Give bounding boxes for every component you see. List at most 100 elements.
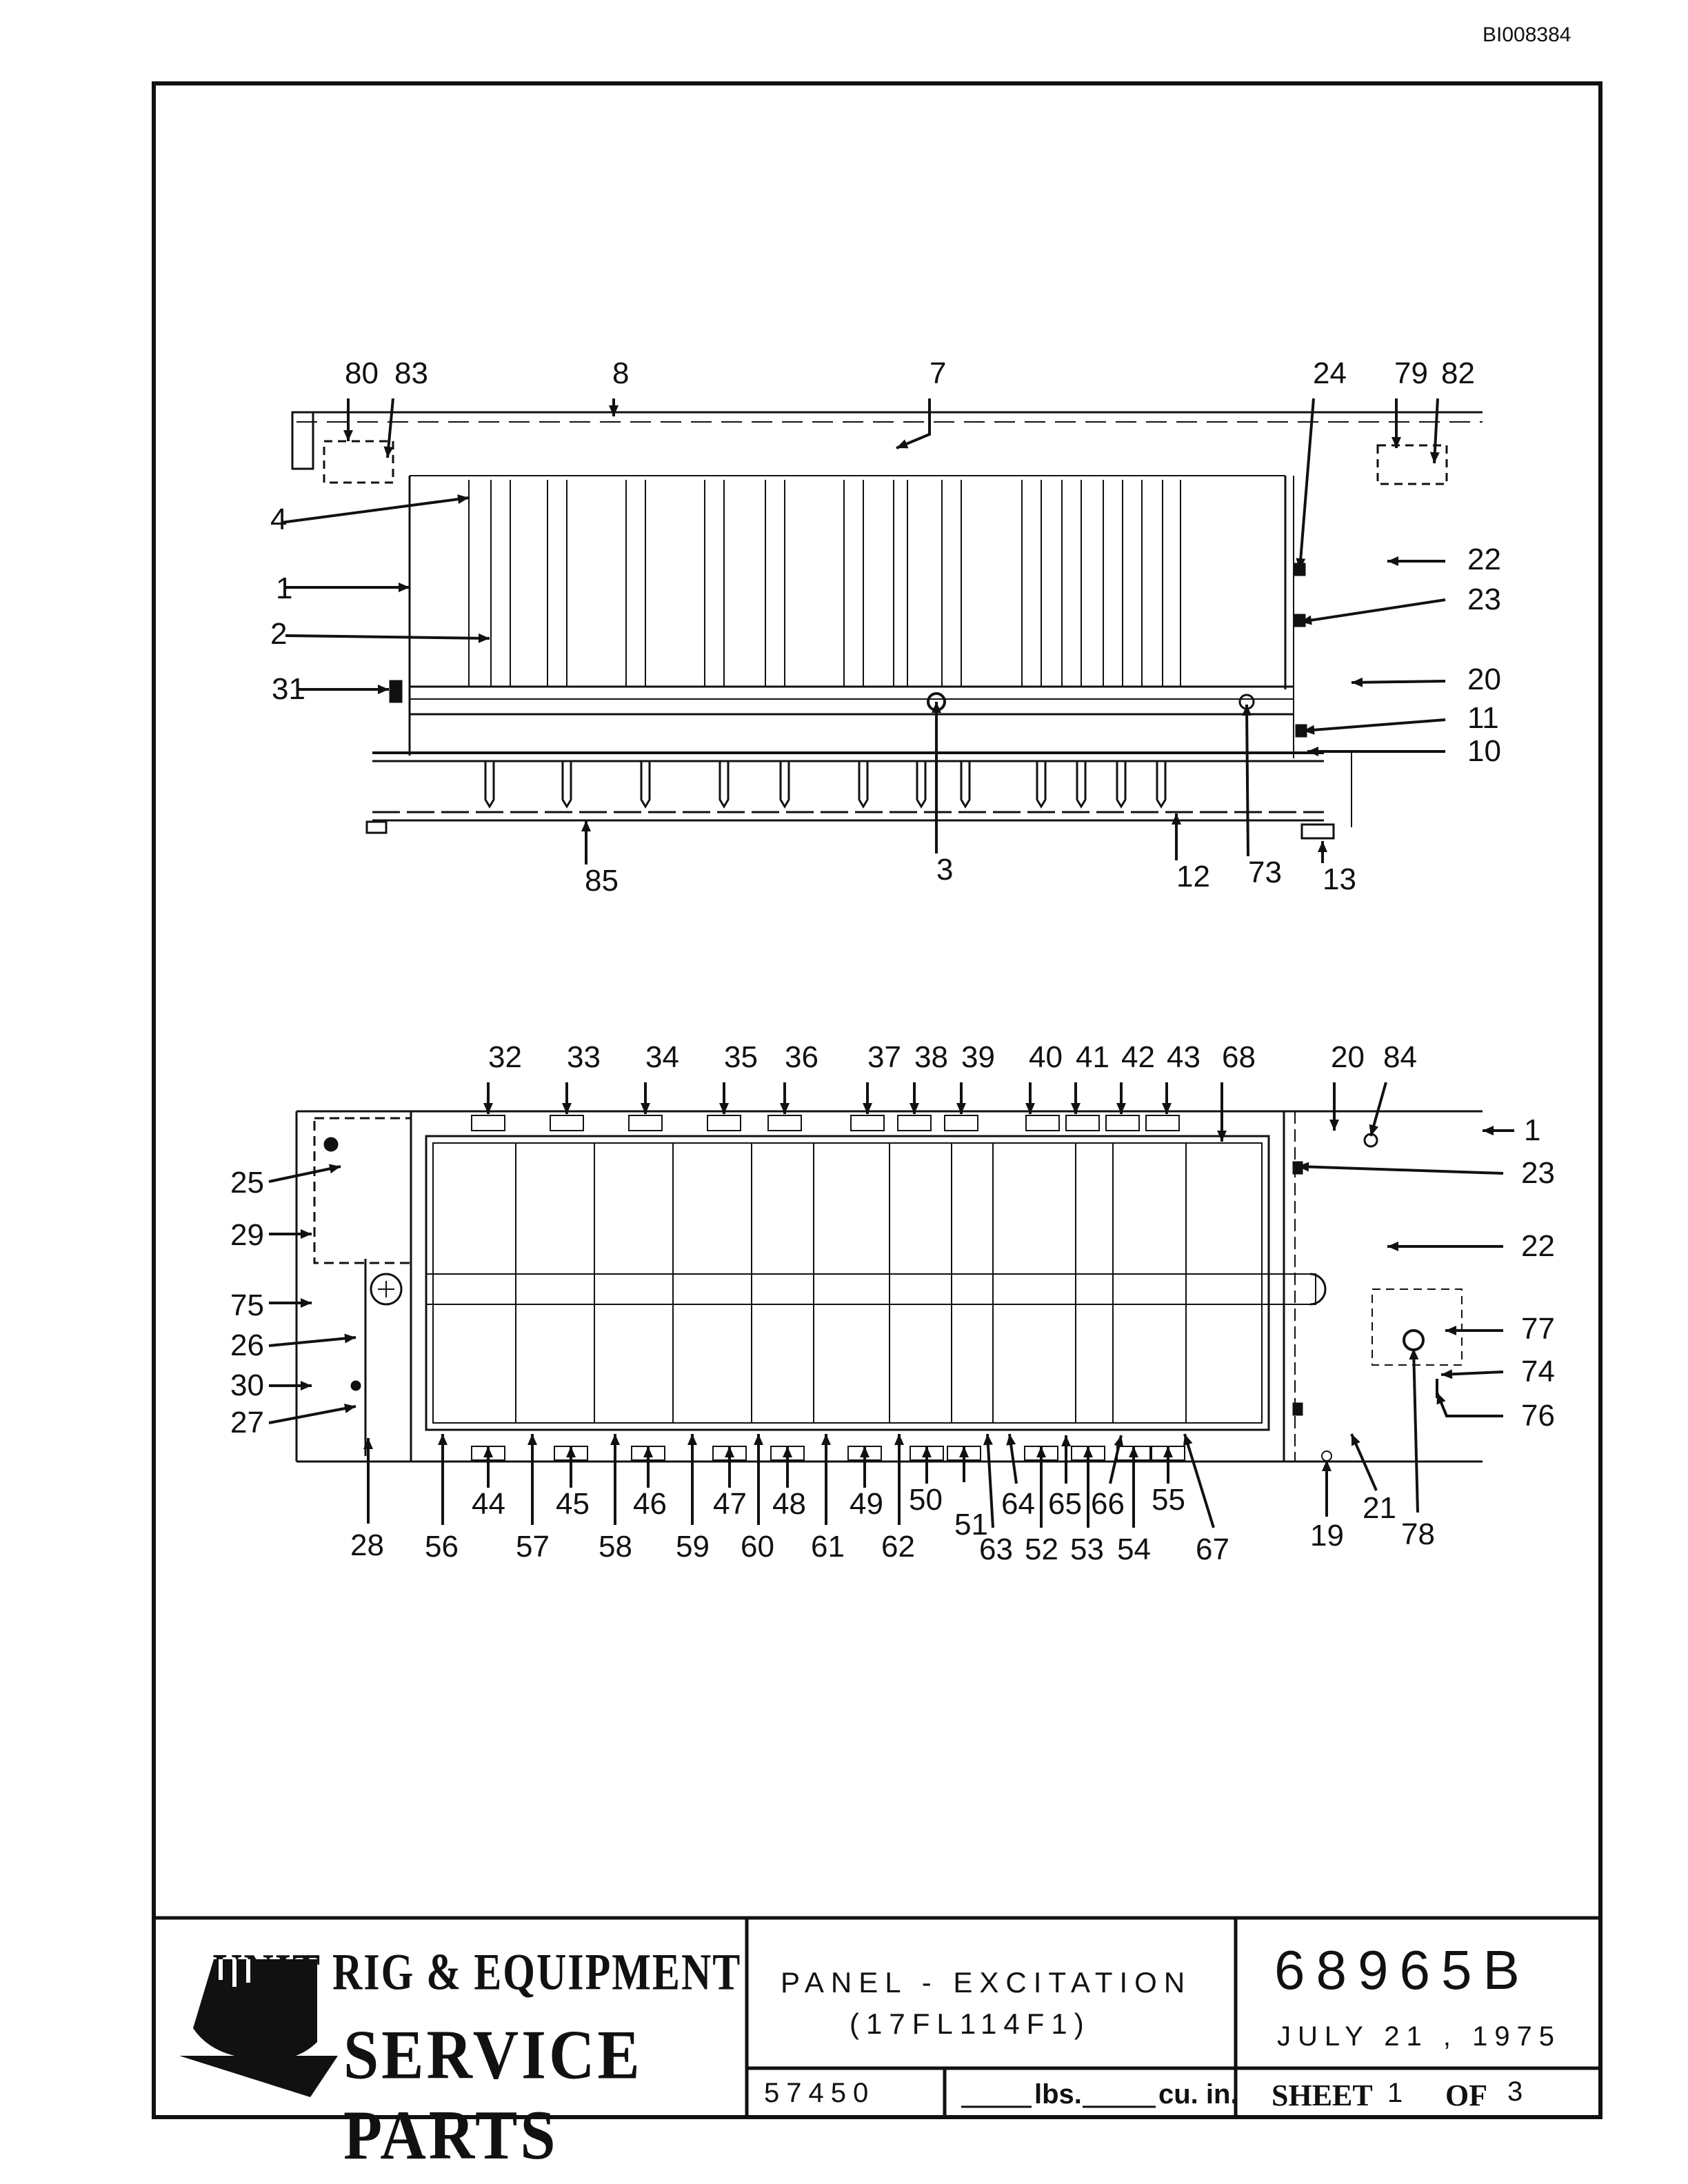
arrowhead-67 [1183, 1434, 1193, 1446]
arrowhead-22 [1387, 556, 1398, 566]
company-logo-icon [179, 1959, 338, 2097]
sheet-total: 3 [1507, 2076, 1523, 2107]
of-label: OF [1445, 2079, 1488, 2112]
callout-label-49: 49 [850, 1487, 883, 1521]
callout-label-74: 74 [1521, 1355, 1555, 1388]
arrowhead-80 [343, 430, 353, 441]
arrowhead-63 [983, 1434, 993, 1446]
arrowhead-58 [610, 1434, 620, 1445]
weight-value: 57450 [764, 2078, 876, 2108]
callout-label-64: 64 [1001, 1487, 1035, 1521]
leader-line-67 [1183, 1433, 1215, 1528]
callout-label-53: 53 [1070, 1533, 1104, 1566]
arrowhead-38 [910, 1103, 919, 1114]
title-block-company: UNIT RIG & EQUIPMENT CO. SERVICE PARTS [152, 1918, 747, 2174]
arrowhead-73 [1242, 705, 1252, 716]
callout-label-84: 84 [1383, 1040, 1417, 1074]
callout-label-2: 2 [270, 617, 287, 651]
callout-label-39: 39 [961, 1040, 995, 1074]
arrowhead-84 [1369, 1124, 1379, 1136]
callout-label-59: 59 [676, 1530, 710, 1564]
callout-label-12: 12 [1176, 860, 1210, 893]
callout-label-85: 85 [585, 864, 619, 898]
arrowhead-75 [301, 1298, 312, 1308]
callout-label-1: 1 [1524, 1113, 1540, 1147]
callout-label-13: 13 [1323, 862, 1356, 896]
arrowhead-10 [1307, 747, 1318, 756]
callout-label-78: 78 [1401, 1517, 1435, 1551]
callout-label-60: 60 [741, 1530, 774, 1564]
arrowhead-82 [1429, 452, 1440, 463]
arrowhead-65 [1061, 1435, 1071, 1446]
arrowhead-78 [1409, 1348, 1419, 1360]
arrowhead-41 [1071, 1103, 1081, 1114]
callout-label-7: 7 [930, 356, 946, 390]
leader-line-24 [1298, 398, 1315, 570]
arrowhead-43 [1162, 1103, 1172, 1114]
service-parts-label: SERVICE PARTS [343, 2016, 643, 2174]
callout-label-44: 44 [472, 1487, 505, 1521]
leader-line-27 [268, 1405, 356, 1424]
callout-label-51: 51 [954, 1508, 988, 1541]
arrowhead-53 [1083, 1446, 1093, 1457]
callout-label-36: 36 [785, 1040, 818, 1074]
arrowhead-33 [562, 1103, 572, 1114]
arrowhead-44 [483, 1446, 493, 1457]
arrowhead-31 [378, 685, 389, 694]
leader-line-11 [1303, 718, 1446, 732]
arrowhead-49 [860, 1446, 870, 1457]
leader-line-4 [281, 496, 470, 524]
callout-label-54: 54 [1117, 1533, 1151, 1566]
arrowhead-1 [399, 583, 410, 592]
arrowhead-1 [1483, 1126, 1494, 1135]
callout-label-45: 45 [556, 1487, 590, 1521]
callout-label-42: 42 [1121, 1040, 1155, 1074]
arrowhead-2 [478, 633, 490, 643]
arrowhead-26 [344, 1333, 356, 1344]
callout-label-26: 26 [230, 1328, 264, 1362]
leader-line-23 [1300, 598, 1446, 623]
callout-label-31: 31 [272, 672, 305, 706]
arrowhead-28 [363, 1438, 373, 1449]
callout-label-57: 57 [516, 1530, 550, 1564]
callout-label-22: 22 [1521, 1229, 1555, 1263]
arrowhead-35 [719, 1103, 729, 1114]
arrowhead-52 [1036, 1446, 1046, 1457]
callout-label-56: 56 [425, 1530, 459, 1564]
leader-line-7 [896, 398, 931, 449]
callout-label-37: 37 [867, 1040, 901, 1074]
arrowhead-20 [1352, 677, 1363, 687]
arrowhead-24 [1296, 558, 1306, 569]
callout-label-35: 35 [724, 1040, 758, 1074]
arrowhead-57 [528, 1434, 537, 1445]
callout-label-32: 32 [488, 1040, 522, 1074]
arrowhead-7 [896, 439, 909, 449]
arrowhead-13 [1318, 841, 1327, 852]
arrowhead-25 [328, 1164, 341, 1174]
arrowhead-19 [1322, 1460, 1332, 1471]
arrowhead-42 [1116, 1103, 1126, 1114]
lbs-label: lbs. [1034, 2079, 1082, 2110]
arrowhead-27 [343, 1404, 356, 1413]
part-title: PANEL - EXCITATION [781, 1966, 1192, 1999]
callout-label-79: 79 [1394, 356, 1428, 390]
arrowhead-39 [956, 1103, 966, 1114]
callout-label-10: 10 [1467, 734, 1501, 768]
callout-label-65: 65 [1048, 1487, 1082, 1521]
callout-label-23: 23 [1467, 583, 1501, 616]
arrowhead-76 [1436, 1393, 1446, 1405]
callout-label-22: 22 [1467, 543, 1501, 576]
arrowhead-23 [1300, 615, 1312, 625]
arrowhead-46 [643, 1446, 653, 1457]
arrowhead-3 [932, 702, 941, 713]
callout-label-3: 3 [936, 853, 953, 887]
callout-label-20: 20 [1467, 663, 1501, 696]
callout-label-47: 47 [713, 1487, 747, 1521]
callout-label-55: 55 [1152, 1483, 1185, 1517]
sheet-label: SHEET [1272, 2079, 1373, 2112]
callout-label-46: 46 [633, 1487, 667, 1521]
arrowhead-54 [1129, 1446, 1138, 1457]
leader-line-23 [1297, 1165, 1504, 1175]
callout-label-38: 38 [914, 1040, 948, 1074]
arrowhead-45 [566, 1446, 576, 1457]
